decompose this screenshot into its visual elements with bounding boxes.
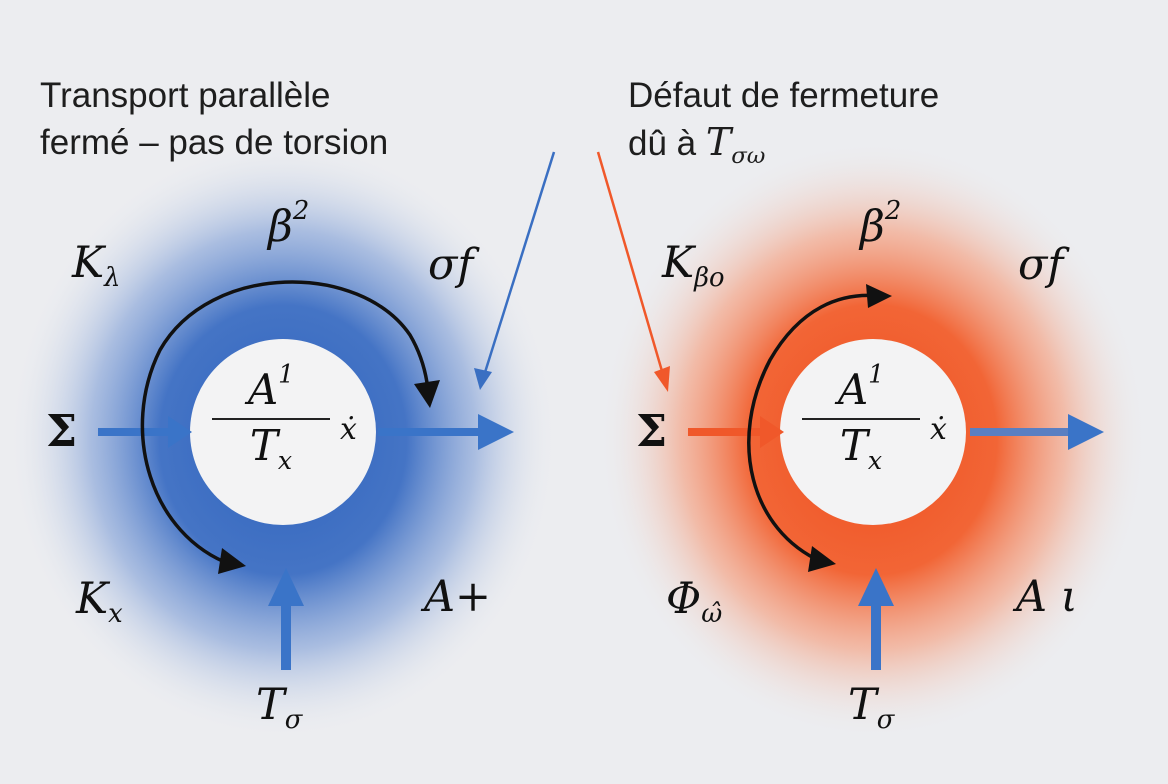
right-t-bottom-label: Tσ xyxy=(848,680,895,736)
left-a-label: A+ xyxy=(424,572,492,622)
left-center-fraction: A1 Tx xyxy=(206,359,336,475)
right-pointer-arrow xyxy=(596,151,666,379)
right-center-fraction: A1 Tx xyxy=(796,359,926,475)
left-fraction-bar xyxy=(212,418,330,420)
left-center-disc xyxy=(190,339,376,525)
left-sigma-input-arrowhead xyxy=(168,416,192,448)
right-bottom-input-arrowhead xyxy=(858,568,894,606)
right-center-numerator: A1 xyxy=(837,359,885,414)
right-sum-symbol: Σ xyxy=(636,406,668,457)
right-rotation-arrowhead-bottom xyxy=(808,546,836,572)
left-rotation-arrow xyxy=(140,280,430,567)
left-output-arrowhead xyxy=(478,414,514,450)
right-center-denominator: Tx xyxy=(839,421,883,475)
left-k-top-label: Kλ xyxy=(72,238,121,294)
left-pointer-arrowhead xyxy=(474,368,492,390)
left-x-dot: ẋ xyxy=(340,412,357,447)
right-a-label: A ι xyxy=(1016,572,1078,622)
right-caption-torsion-symbol: Tσω xyxy=(705,120,766,169)
left-sigma-f-label: σf xyxy=(428,240,474,290)
left-center-numerator: A1 xyxy=(247,359,295,414)
right-fraction-bar xyxy=(802,418,920,420)
right-x-dot: ẋ xyxy=(930,412,947,447)
right-rotation-arrow xyxy=(747,293,881,564)
left-beta-label: β2 xyxy=(268,196,310,252)
left-center-denominator: Tx xyxy=(249,421,293,475)
left-bottom-input-arrowhead xyxy=(268,568,304,606)
left-rotation-arrowhead-top xyxy=(414,380,440,408)
left-caption: Transport parallèle fermé – pas de torsi… xyxy=(40,72,388,166)
left-pointer-arrow xyxy=(480,151,556,383)
left-k-bottom-label: Kx xyxy=(76,574,123,630)
right-center-disc xyxy=(780,339,966,525)
right-sigma-input-arrowhead xyxy=(760,416,784,448)
right-caption-line-2: dû à Tσω xyxy=(628,120,766,169)
right-caption-line-1: Défaut de fermeture xyxy=(628,76,940,115)
right-beta-label: β2 xyxy=(860,196,902,252)
left-caption-line-2: fermé – pas de torsion xyxy=(40,123,389,162)
left-caption-line-1: Transport parallèle xyxy=(40,76,331,115)
right-sigma-f-label: σf xyxy=(1018,240,1064,290)
right-caption: Défaut de fermeture dû à Tσω xyxy=(628,72,939,180)
right-pointer-arrowhead xyxy=(654,366,670,392)
right-phi-label: Φω̂ xyxy=(666,574,723,630)
left-rotation-arrowhead-bottom xyxy=(218,548,246,574)
left-t-bottom-label: Tσ xyxy=(256,680,303,736)
right-k-top-label: Kβo xyxy=(662,238,725,294)
right-rotation-arrowhead-top xyxy=(866,284,892,308)
right-output-arrowhead xyxy=(1068,414,1104,450)
left-sum-symbol: Σ xyxy=(46,406,78,457)
